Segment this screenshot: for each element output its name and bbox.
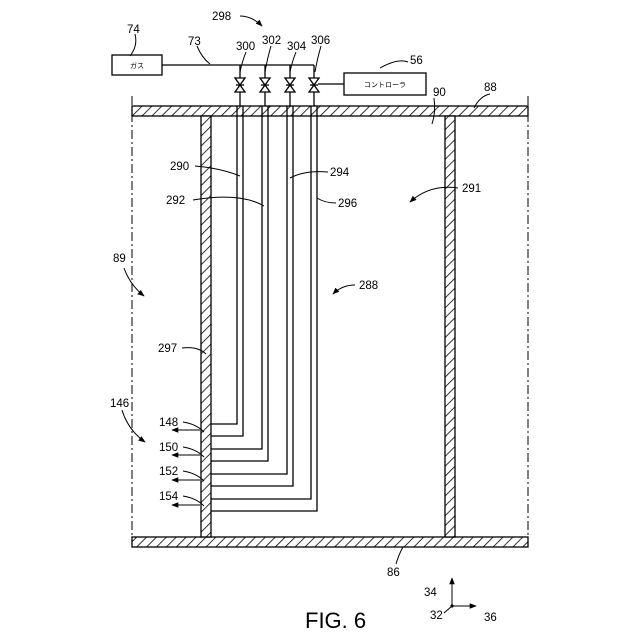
label-146: 146 xyxy=(110,398,129,410)
tube-292 xyxy=(211,106,268,461)
axis-triad-icon xyxy=(444,578,476,613)
label-296: 296 xyxy=(338,198,357,210)
label-154: 154 xyxy=(159,491,179,503)
label-306: 306 xyxy=(311,35,330,47)
leader-74 xyxy=(130,34,136,56)
left-inner-wall xyxy=(201,116,211,537)
tube-294 xyxy=(211,106,293,486)
label-89: 89 xyxy=(113,253,126,265)
label-294: 294 xyxy=(330,167,350,179)
leader-89 xyxy=(124,268,144,296)
leader-304 xyxy=(290,52,296,72)
tube-290 xyxy=(211,106,237,424)
label-290: 290 xyxy=(170,161,189,173)
leader-306 xyxy=(315,46,321,72)
gas-box-label: ガス xyxy=(130,61,144,70)
valve-306 xyxy=(309,65,319,106)
label-148: 148 xyxy=(159,417,178,429)
bottom-wall xyxy=(132,537,528,547)
right-inner-wall xyxy=(445,116,455,537)
leader-296 xyxy=(317,198,336,203)
label-297: 297 xyxy=(158,343,177,355)
leader-300 xyxy=(240,52,246,72)
label-300: 300 xyxy=(236,41,255,53)
label-90: 90 xyxy=(433,87,446,99)
controller-box-label: コントローラ xyxy=(364,81,406,89)
leader-73 xyxy=(197,46,210,64)
label-150: 150 xyxy=(159,442,178,454)
tube-296 xyxy=(211,106,317,511)
label-152: 152 xyxy=(159,466,178,478)
leader-86 xyxy=(396,547,403,564)
label-56: 56 xyxy=(410,55,423,67)
leader-298 xyxy=(240,16,262,26)
label-axis-32: 32 xyxy=(430,610,443,622)
label-88: 88 xyxy=(484,82,497,94)
label-74: 74 xyxy=(127,24,140,36)
label-axis-36: 36 xyxy=(484,612,497,624)
leader-146 xyxy=(122,410,145,442)
label-73: 73 xyxy=(188,36,201,48)
label-292: 292 xyxy=(166,195,185,207)
label-axis-34: 34 xyxy=(424,587,437,599)
label-302: 302 xyxy=(262,35,281,47)
leader-56 xyxy=(380,61,408,68)
label-291: 291 xyxy=(462,183,481,195)
leader-288 xyxy=(333,285,355,294)
label-86: 86 xyxy=(387,567,400,579)
top-wall xyxy=(132,106,528,116)
label-288: 288 xyxy=(359,280,378,292)
leader-294 xyxy=(290,172,328,178)
leader-302 xyxy=(265,46,271,72)
figure-caption: FIG. 6 xyxy=(305,608,366,633)
label-304: 304 xyxy=(287,41,307,53)
label-298: 298 xyxy=(212,11,231,23)
